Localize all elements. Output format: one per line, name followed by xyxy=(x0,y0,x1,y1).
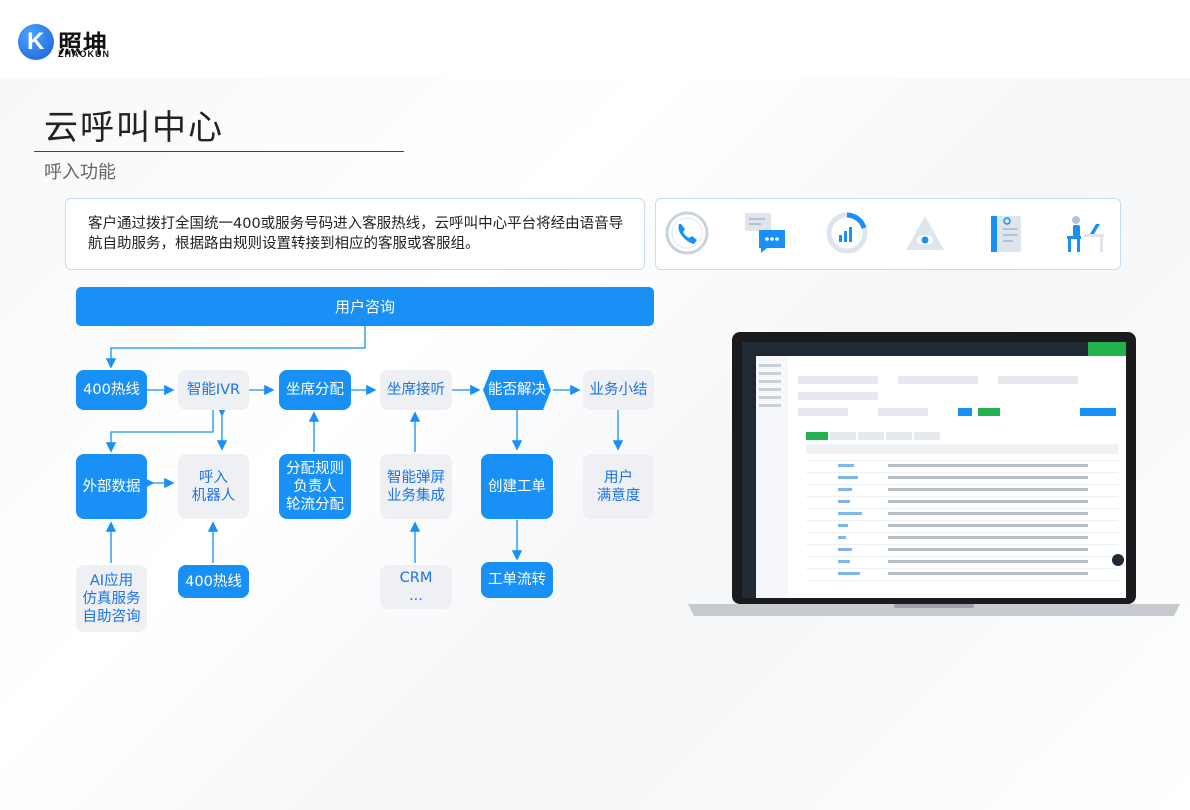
laptop-mockup xyxy=(688,332,1180,616)
node-ai-application: AI应用 仿真服务 自助咨询 xyxy=(76,565,147,632)
node-seat-answer: 坐席接听 xyxy=(380,370,452,410)
chat-bubble-icon xyxy=(745,213,785,253)
node-smart-ivr: 智能IVR xyxy=(178,370,249,410)
logo-name-en: ZHAOKUN xyxy=(58,49,110,59)
eye-pyramid-icon xyxy=(906,216,944,250)
node-seat-assign: 坐席分配 xyxy=(279,370,351,410)
intro-box xyxy=(65,198,645,270)
logo-name: 照坤 xyxy=(58,30,108,58)
node-inbound-robot: 呼入 机器人 xyxy=(178,454,249,519)
node-assign-rules: 分配规则 负责人 轮流分配 xyxy=(279,454,351,519)
phone-icon xyxy=(665,211,709,255)
title-divider xyxy=(34,151,404,152)
logo-icon: K xyxy=(18,24,54,60)
header-band xyxy=(0,0,1190,78)
node-external-data: 外部数据 xyxy=(76,454,147,519)
icon-strip xyxy=(655,198,1121,270)
analytics-ring-icon xyxy=(826,212,868,254)
node-business-summary: 业务小结 xyxy=(583,370,654,410)
node-400-hotline: 400热线 xyxy=(76,370,147,410)
node-smart-popup: 智能弹屏 业务集成 xyxy=(380,454,452,519)
page-title: 云呼叫中心 xyxy=(44,108,224,148)
page-subtitle: 呼入功能 xyxy=(44,162,116,183)
document-icon xyxy=(991,216,1021,252)
node-user-inquiry: 用户咨询 xyxy=(76,287,654,326)
node-ticket-flow: 工单流转 xyxy=(481,562,553,598)
node-can-resolve: 能否解决 xyxy=(488,382,546,398)
agent-desk-icon xyxy=(1067,216,1104,252)
node-user-satisfaction: 用户 满意度 xyxy=(583,454,654,519)
node-400-hotline-2: 400热线 xyxy=(178,565,249,598)
node-create-ticket: 创建工单 xyxy=(481,454,553,519)
node-crm: CRM ... xyxy=(380,565,452,609)
decision-diamond xyxy=(483,370,551,410)
intro-text: 客户通过拨打全国统一400或服务号码进入客服热线，云呼叫中心平台将经由语音导航自… xyxy=(88,216,624,252)
